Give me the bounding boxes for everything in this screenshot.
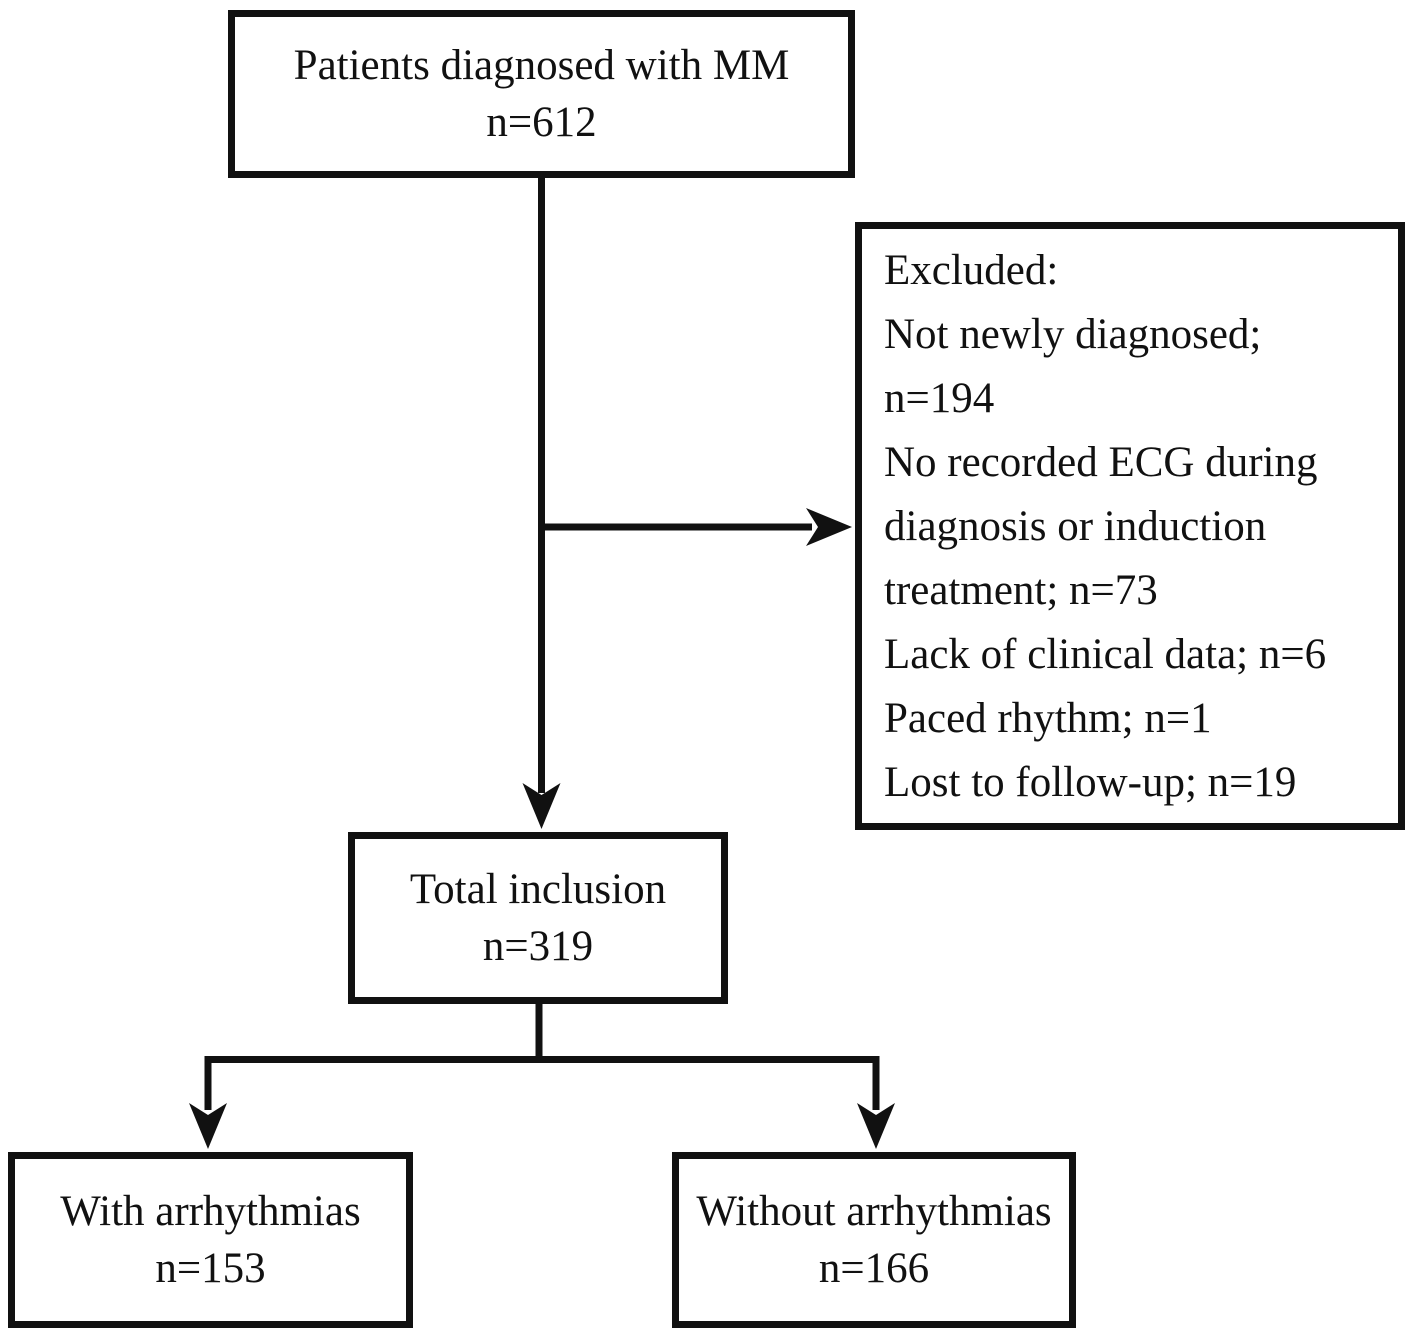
without-arrhythmias-count: n=166 bbox=[818, 1245, 930, 1292]
with-arrhythmias-count: n=153 bbox=[155, 1245, 266, 1292]
patients-count: n=612 bbox=[486, 99, 597, 146]
arrow-to-without-arrhythmias bbox=[857, 1103, 895, 1149]
excluded-item: Lost to follow-up; n=19 bbox=[884, 759, 1297, 806]
with-arrhythmias-label: With arrhythmias bbox=[60, 1188, 361, 1235]
arrow-to-excluded bbox=[541, 508, 852, 546]
box-excluded: Excluded: Not newly diagnosed; n=194 No … bbox=[855, 222, 1405, 830]
excluded-title: Excluded: bbox=[884, 247, 1059, 294]
arrow-patients-to-total bbox=[522, 176, 561, 829]
excluded-item: Paced rhythm; n=1 bbox=[884, 695, 1212, 742]
box-without-arrhythmias: Without arrhythmias n=166 bbox=[672, 1152, 1076, 1328]
arrow-to-with-arrhythmias bbox=[189, 1103, 227, 1149]
connector-split bbox=[204, 1000, 880, 1110]
without-arrhythmias-label: Without arrhythmias bbox=[696, 1188, 1052, 1235]
excluded-item: Not newly diagnosed; bbox=[884, 311, 1262, 358]
patients-label: Patients diagnosed with MM bbox=[293, 42, 790, 89]
box-total-inclusion: Total inclusion n=319 bbox=[348, 832, 728, 1004]
box-patients-diagnosed: Patients diagnosed with MM n=612 bbox=[228, 10, 855, 178]
excluded-item: Lack of clinical data; n=6 bbox=[884, 631, 1327, 678]
total-inclusion-count: n=319 bbox=[482, 923, 594, 970]
excluded-item: diagnosis or induction bbox=[884, 503, 1267, 550]
excluded-item: treatment; n=73 bbox=[884, 567, 1158, 614]
excluded-item: n=194 bbox=[884, 375, 995, 422]
excluded-item: No recorded ECG during bbox=[884, 439, 1318, 486]
total-inclusion-label: Total inclusion bbox=[409, 866, 667, 913]
box-with-arrhythmias: With arrhythmias n=153 bbox=[8, 1152, 413, 1328]
